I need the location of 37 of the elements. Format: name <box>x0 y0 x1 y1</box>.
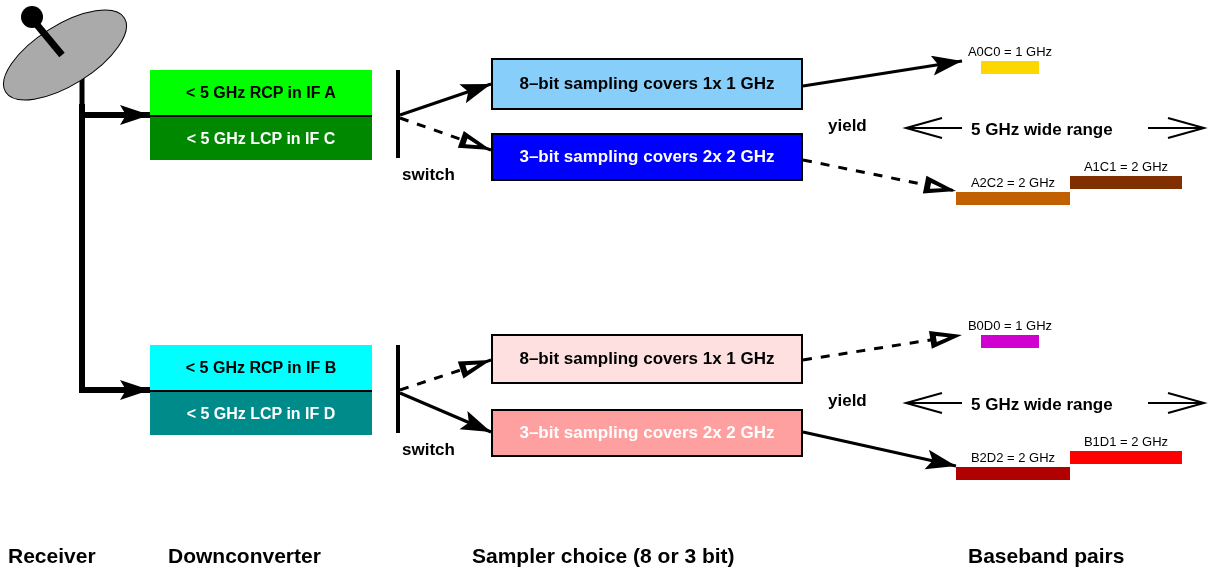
text-label: yield <box>828 390 867 412</box>
polarization-box: < 5 GHz LCP in IF C <box>150 115 372 160</box>
band-label: A1C1 = 2 GHz <box>1083 159 1169 174</box>
band-label: A2C2 = 2 GHz <box>970 175 1056 190</box>
sampler-box: 3–bit sampling covers 2x 2 GHz <box>491 133 803 181</box>
arrow <box>802 55 963 88</box>
text-label: Downconverter <box>168 543 321 569</box>
text-label: 5 GHz wide range <box>971 119 1113 141</box>
arrow <box>399 358 492 392</box>
switch-bar <box>396 70 400 158</box>
polarization-box: < 5 GHz LCP in IF D <box>150 390 372 435</box>
arrow <box>802 158 957 194</box>
band-label: A0C0 = 1 GHz <box>967 44 1053 59</box>
sampler-box: 8–bit sampling covers 1x 1 GHz <box>491 58 803 110</box>
band-label: B2D2 = 2 GHz <box>970 450 1056 465</box>
sampler-box: 8–bit sampling covers 1x 1 GHz <box>491 334 803 384</box>
polarization-box: < 5 GHz RCP in IF A <box>150 70 372 115</box>
text-label: 5 GHz wide range <box>971 394 1113 416</box>
arrow <box>802 331 963 362</box>
switch-bar <box>396 345 400 433</box>
arrow <box>399 116 492 152</box>
downconverter-box <box>150 345 372 435</box>
band-label: B0D0 = 1 GHz <box>967 318 1053 333</box>
sampler-box: 3–bit sampling covers 2x 2 GHz <box>491 409 803 457</box>
band-label: B1D1 = 2 GHz <box>1083 434 1169 449</box>
arrow <box>399 391 492 434</box>
polarization-box: < 5 GHz RCP in IF B <box>150 345 372 390</box>
arrow <box>399 82 492 117</box>
arrow <box>802 430 957 470</box>
text-label: Baseband pairs <box>968 543 1125 569</box>
text-label: Sampler choice (8 or 3 bit) <box>472 543 735 569</box>
downconverter-box <box>150 70 372 160</box>
text-label: Receiver <box>8 543 96 569</box>
text-label: yield <box>828 115 867 137</box>
text-label: switch <box>402 164 455 186</box>
text-label: switch <box>402 439 455 461</box>
arrow <box>79 104 150 400</box>
